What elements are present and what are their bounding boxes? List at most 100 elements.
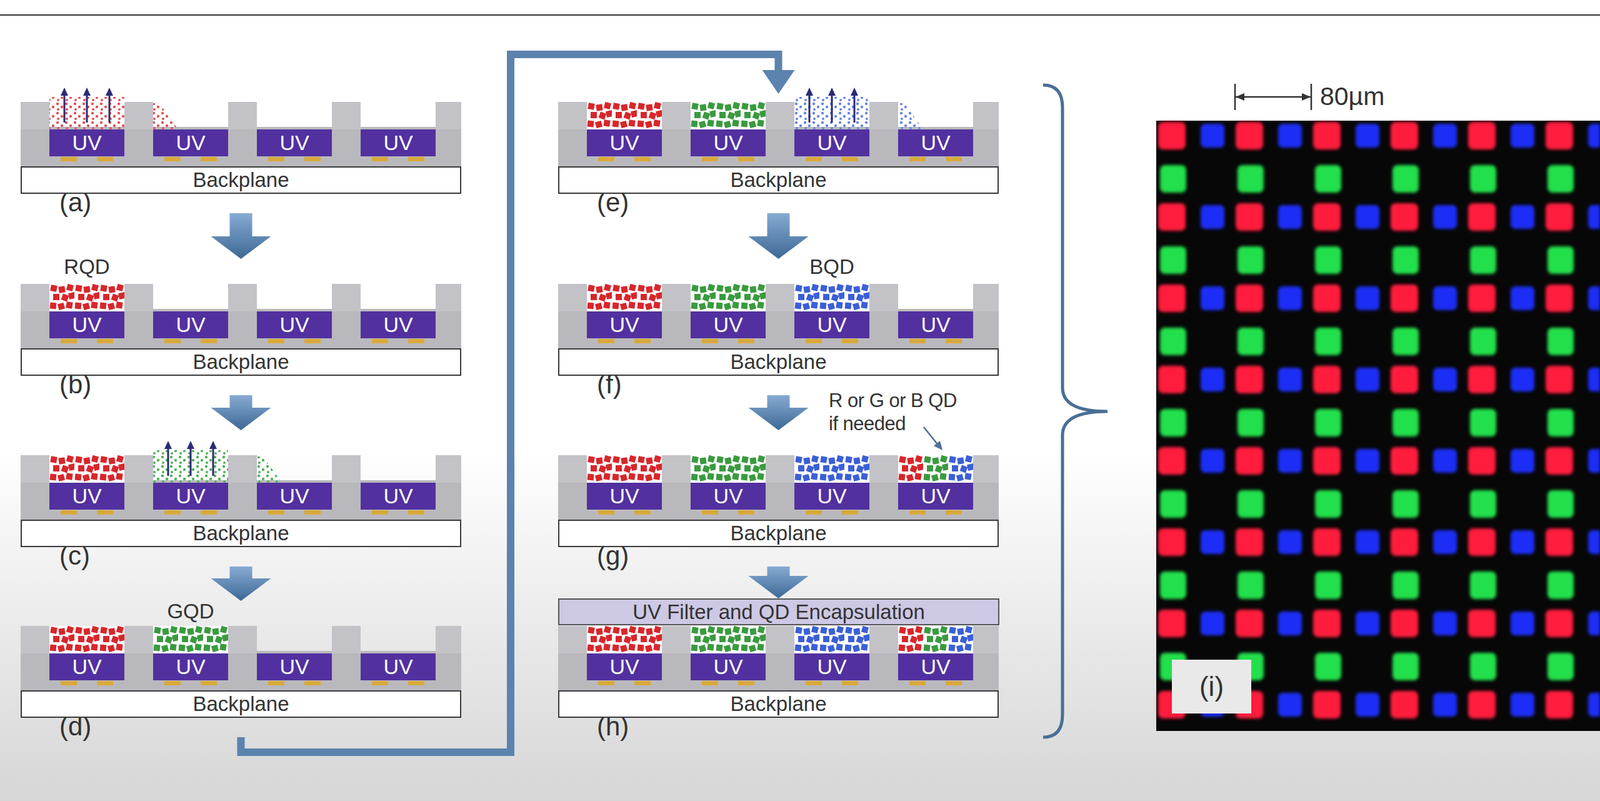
uv-led: UV <box>794 482 870 510</box>
node-text: UV <box>383 130 413 155</box>
process-step: (e)UVUVUVUVBackplane <box>558 93 999 214</box>
uv-led: UV <box>690 482 766 510</box>
node-text: UV <box>816 130 847 155</box>
grouping-brace <box>1043 85 1108 737</box>
uv-led: UV <box>360 311 436 339</box>
backplane-layer: Backplane <box>20 519 462 547</box>
node-text: Backplane <box>192 168 289 192</box>
process-step: (c)UVUVUVUVBackplane <box>20 430 462 567</box>
flow-arrow <box>748 213 809 259</box>
node-text: UV <box>71 312 102 337</box>
uv-led: UV <box>360 129 436 157</box>
uv-led: UV <box>256 129 332 157</box>
uv-led: UV <box>153 482 229 510</box>
node-text: Backplane <box>730 350 827 374</box>
uv-led: UV <box>153 311 229 339</box>
header-rule <box>0 14 1600 16</box>
flow-arrow <box>211 213 272 259</box>
uv-led: UV <box>256 653 332 680</box>
flow-arrow <box>241 54 795 752</box>
node-text: UV <box>279 130 309 155</box>
note-label: R or G or B QD if needed <box>828 388 968 435</box>
node-text: UV <box>175 483 205 509</box>
uv-led: UV <box>586 653 662 680</box>
backplane-layer: Backplane <box>558 690 999 718</box>
uv-led: UV <box>794 653 870 680</box>
backplane-layer: Backplane <box>558 519 999 547</box>
process-step: (b)UVUVUVUVBackplane <box>20 258 462 395</box>
uv-led: UV <box>898 129 974 157</box>
uv-led: UV <box>794 311 870 339</box>
node-text: UV <box>920 483 950 509</box>
backplane-layer: Backplane <box>20 348 462 376</box>
uv-led: UV <box>360 653 436 680</box>
flow-arrow <box>211 566 272 601</box>
node-text: UV <box>609 483 639 509</box>
node-text: Backplane <box>192 350 289 374</box>
backplane-layer: Backplane <box>20 690 462 718</box>
node-text: UV <box>609 654 639 679</box>
node-text: Backplane <box>192 521 289 545</box>
node-text: UV <box>175 130 205 155</box>
material-label: BQD <box>809 254 855 280</box>
node-text: UV <box>713 312 743 337</box>
uv-led: UV <box>898 482 974 510</box>
node-text: UV <box>713 654 743 679</box>
uv-led: UV <box>153 129 229 157</box>
dimension-line <box>1235 83 1312 110</box>
step-f-illustration <box>558 283 999 349</box>
node-text: UV <box>279 483 309 509</box>
uv-led: UV <box>256 311 332 339</box>
node-text: UV <box>609 130 639 155</box>
leader-arrow <box>923 426 943 450</box>
flow-arrow <box>211 395 272 430</box>
step-d-illustration <box>20 625 462 690</box>
node-text: UV <box>713 130 743 155</box>
node-text: UV <box>175 654 205 679</box>
node-text: UV <box>713 483 743 509</box>
uv-led: UV <box>49 653 125 680</box>
node-text: UV <box>816 483 847 509</box>
node-text: UV <box>71 130 102 155</box>
node-text: Backplane <box>730 168 827 192</box>
uv-led: UV <box>360 482 436 510</box>
pixel-photo <box>1156 120 1600 731</box>
process-step: (g)UVUVUVUVBackplane <box>558 430 999 567</box>
node-text: UV <box>71 483 102 509</box>
uv-led: UV <box>256 482 332 510</box>
process-step: (d)UVUVUVUVBackplane <box>20 600 462 737</box>
node-text: UV Filter and QD Encapsulation <box>632 600 925 624</box>
material-label: GQD <box>166 598 214 624</box>
step-a-illustration <box>20 87 462 167</box>
uv-led: UV <box>49 129 125 157</box>
uv-led: UV <box>898 653 974 680</box>
node-text: UV <box>383 483 413 509</box>
uv-led: UV <box>690 653 766 680</box>
backplane-layer: Backplane <box>20 166 462 194</box>
node-text: UV <box>920 312 950 337</box>
node-text: UV <box>279 312 309 337</box>
backplane-layer: Backplane <box>558 166 999 194</box>
backplane-layer: Backplane <box>558 348 999 376</box>
node-text: UV <box>609 312 639 337</box>
uv-led: UV <box>586 311 662 339</box>
node-text: UV <box>383 312 413 337</box>
flow-arrow <box>748 566 809 599</box>
node-text: Backplane <box>192 691 289 716</box>
node-text: UV <box>816 654 847 679</box>
process-step: (f)UVUVUVUVBackplane <box>558 258 999 395</box>
node-text: UV <box>920 654 950 679</box>
step-g-illustration <box>558 455 999 520</box>
step-b-illustration <box>20 283 462 349</box>
uv-led: UV <box>586 129 662 157</box>
node-text: UV <box>279 654 309 679</box>
process-step: (a)UVUVUVUVBackplane <box>20 76 462 214</box>
uv-led: UV <box>690 129 766 157</box>
process-step: (h)UVUVUVUVBackplane <box>558 600 999 737</box>
node-text: UV <box>175 312 205 337</box>
step-c-illustration <box>20 440 462 520</box>
step-e-illustration <box>558 87 999 167</box>
node-text: UV <box>816 312 847 337</box>
